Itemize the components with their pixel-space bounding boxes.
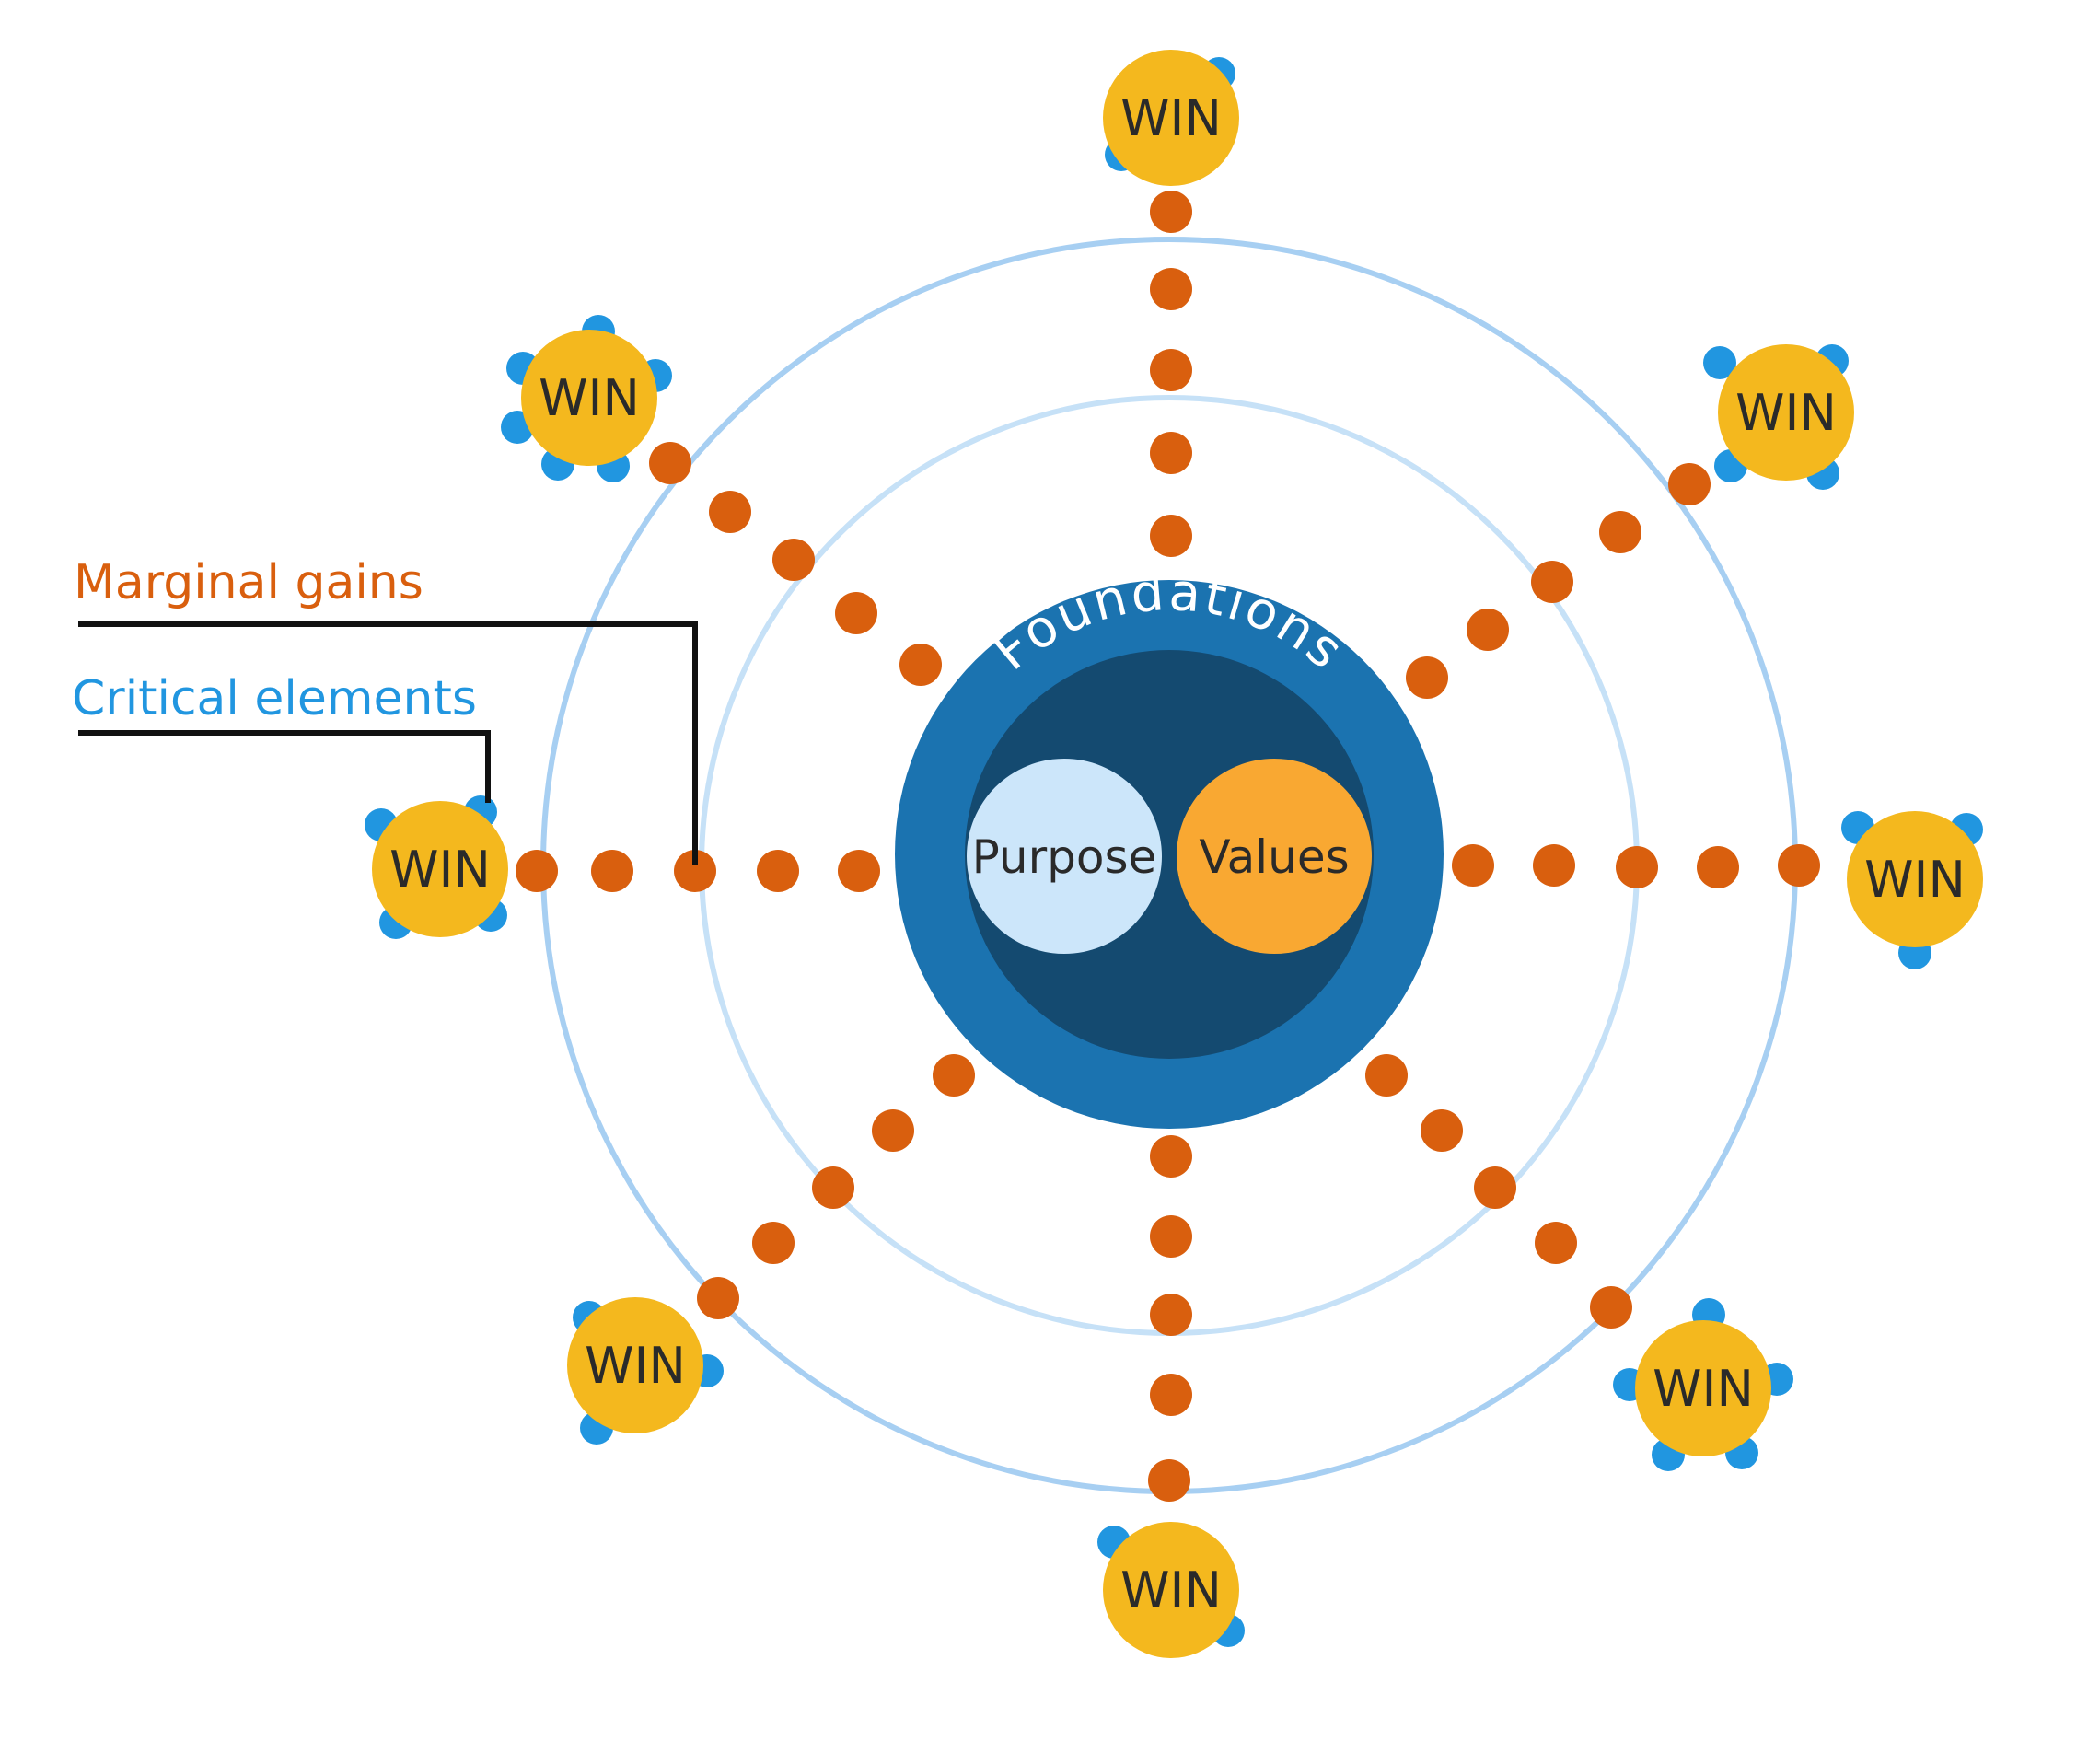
marginal-gain-dot <box>1365 1054 1408 1097</box>
marginal-gain-dot <box>872 1109 914 1152</box>
marginal-gain-dot <box>1599 511 1641 553</box>
win-node: WIN <box>1103 50 1239 186</box>
marginal-gains-leader-line <box>78 621 698 865</box>
marginal-gain-dot <box>752 1222 795 1264</box>
win-circle <box>1847 811 1983 947</box>
marginal-gain-dot <box>1467 609 1509 651</box>
win-node: WIN <box>365 795 508 939</box>
marginal-gain-dot <box>1616 846 1658 888</box>
values-circle <box>1177 759 1372 954</box>
win-node: WIN <box>1703 344 1854 490</box>
marginal-gain-dot <box>757 850 799 892</box>
marginal-gain-dot <box>1421 1109 1463 1152</box>
marginal-gain-dot <box>1406 656 1448 699</box>
win-circle <box>1635 1320 1771 1456</box>
win-label: WIN <box>1864 851 1966 909</box>
win-label: WIN <box>389 841 491 899</box>
win-label: WIN <box>585 1337 686 1395</box>
marginal-gain-dot <box>1150 1374 1192 1416</box>
marginal-gain-dot <box>1452 844 1494 887</box>
marginal-gain-dot <box>674 850 716 892</box>
win-label: WIN <box>1120 89 1222 147</box>
win-circle <box>567 1297 703 1433</box>
marginal-gain-dot <box>1778 844 1820 887</box>
marginal-gain-dot <box>649 442 691 484</box>
win-circle <box>1103 50 1239 186</box>
critical-element-dot <box>1703 346 1736 379</box>
win-node: WIN <box>501 315 672 482</box>
win-circle <box>372 801 508 937</box>
marginal-gain-dot <box>516 850 558 892</box>
marginal-gain-dot <box>1150 1135 1192 1178</box>
critical-elements-leader-line <box>78 730 491 803</box>
marginal-gain-dot <box>1590 1286 1632 1329</box>
marginal-gain-dot <box>899 644 942 686</box>
marginal-gain-dot <box>1150 1215 1192 1258</box>
marginal-gain-dot <box>1150 1294 1192 1336</box>
marginal-gain-dot <box>838 850 880 892</box>
marginal-gain-dot <box>1668 463 1711 505</box>
marginal-gain-dot <box>835 592 877 634</box>
marginal-gain-dot <box>1150 268 1192 310</box>
win-circle <box>1103 1522 1239 1658</box>
purpose-circle <box>967 759 1162 954</box>
marginal-gain-dot <box>1474 1166 1516 1209</box>
marginal-gains-dots <box>516 191 1820 1502</box>
marginal-gain-dot <box>772 539 815 581</box>
win-label: WIN <box>1735 384 1837 442</box>
marginal-gain-dot <box>1535 1222 1577 1264</box>
purpose-label: Purpose <box>972 830 1157 884</box>
win-circle <box>1718 344 1854 481</box>
marginal-gain-dot <box>1148 1459 1190 1502</box>
marginal-gain-dot <box>591 850 633 892</box>
win-node: WIN <box>1097 1522 1245 1658</box>
legend: Marginal gains Critical elements <box>72 555 698 865</box>
win-node: WIN <box>1841 811 1983 969</box>
win-node: WIN <box>1613 1298 1793 1471</box>
marginal-gain-dot <box>709 491 751 533</box>
win-label: WIN <box>1653 1360 1754 1418</box>
marginal-gain-dot <box>812 1166 854 1209</box>
critical-elements-label: Critical elements <box>72 671 477 726</box>
marginal-gain-dot <box>1150 191 1192 233</box>
marginal-gain-dot <box>1697 846 1739 888</box>
marginal-gain-dot <box>1150 432 1192 474</box>
marginal-gain-dot <box>1533 844 1575 887</box>
foundations-inner <box>965 650 1374 1059</box>
foundations-core: Foundations Purpose Values <box>895 563 1444 1129</box>
win-label: WIN <box>1120 1561 1222 1619</box>
marginal-gain-dot <box>1150 515 1192 557</box>
win-node: WIN <box>567 1297 724 1445</box>
win-label: WIN <box>539 369 640 427</box>
win-circle <box>521 330 657 466</box>
marginal-gain-dot <box>1531 561 1573 603</box>
marginal-gain-dot <box>697 1277 739 1319</box>
marginal-gains-label: Marginal gains <box>74 555 423 610</box>
marginal-gain-dot <box>1150 349 1192 391</box>
marginal-gain-dot <box>933 1054 975 1097</box>
values-label: Values <box>1199 830 1349 884</box>
